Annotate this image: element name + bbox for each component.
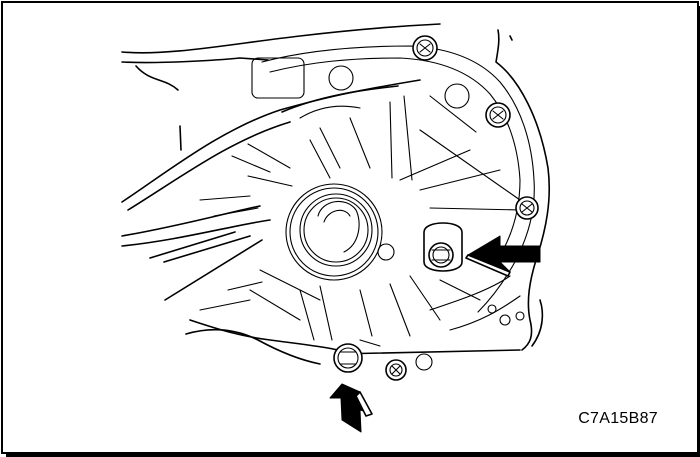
dowel-boss-top: [328, 65, 354, 91]
hole-3: [487, 304, 497, 314]
arrow-up-callout: [329, 383, 373, 433]
housing-outline: [121, 23, 551, 365]
housing-ribs: [199, 45, 535, 347]
arrow-left-callout: [465, 235, 541, 277]
bearing-bore: [285, 183, 395, 281]
drain-plug-bottom: [333, 343, 363, 373]
hole-1: [499, 314, 511, 326]
bolt-top: [412, 35, 438, 61]
dowel-boss-right: [444, 83, 470, 109]
bolt-right: [515, 196, 539, 220]
figure-code-label: C7A15B87: [578, 410, 658, 427]
hole-2: [515, 311, 525, 321]
flange-bolts: [328, 35, 539, 381]
plug-bolt-right: [423, 222, 463, 272]
boss-bottom: [415, 353, 433, 371]
bolt-bottom: [385, 359, 407, 381]
bolt-upper-right: [485, 102, 511, 128]
